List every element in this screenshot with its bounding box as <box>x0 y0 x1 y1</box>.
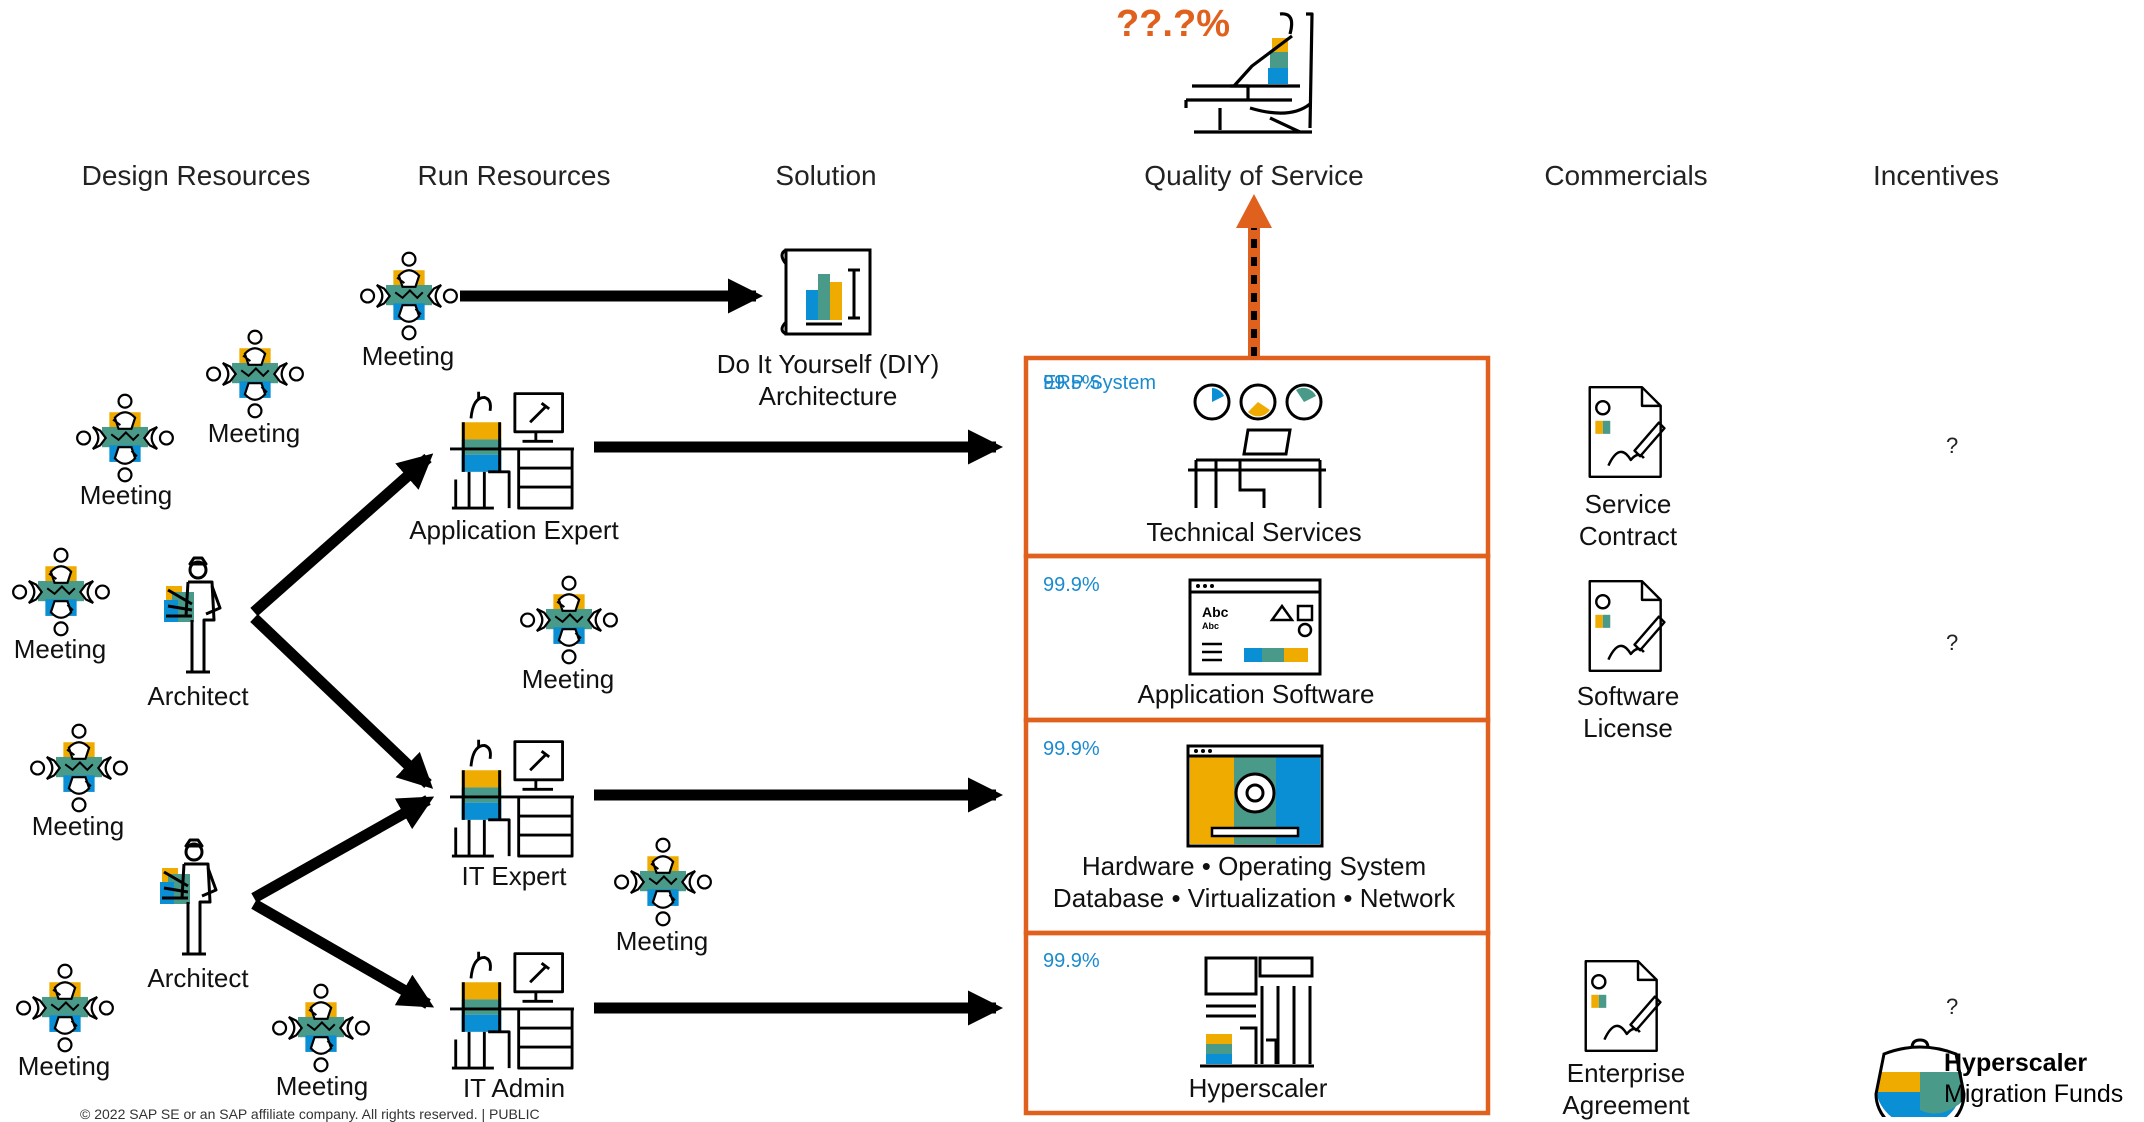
hyperscaler-box <box>1023 930 1491 1116</box>
migration-funds-purse-icon <box>1874 1038 1966 1117</box>
enterprise-agreement-line-1: Enterprise <box>1566 1058 1686 1088</box>
migration-funds-brand: Hyperscaler <box>1944 1049 2088 1077</box>
meeting-icon <box>359 251 459 341</box>
infrastructure-label: Hardware • Operating System Database • V… <box>1053 850 1455 914</box>
software-license-line-2: License <box>1583 713 1673 743</box>
diy-line-2: Architecture <box>758 381 898 411</box>
enterprise-agreement-label: Enterprise Agreement <box>1562 1057 1689 1121</box>
hyperscaler-label: Hyperscaler <box>1188 1073 1328 1103</box>
blueprint-icon <box>780 248 872 336</box>
migration-funds-label: Hyperscaler Migration Funds <box>1944 1048 2123 1110</box>
it-admin-icon <box>450 950 574 1070</box>
erp-system-label: ERP System <box>1043 372 1156 394</box>
header-design-resources: Design Resources <box>81 160 311 191</box>
application-window-icon: Abc Abc <box>1188 578 1322 676</box>
architect1-to-app-expert-arrow <box>250 453 434 617</box>
header-incentives: Incentives <box>1872 160 2000 191</box>
enterprise-agreement-icon <box>1584 959 1662 1053</box>
meeting-icon <box>29 723 129 813</box>
satisfied-customer-icon <box>1184 12 1314 134</box>
meeting-label: Meeting <box>207 418 301 448</box>
incentive-unknown-2: ? <box>1946 630 1959 655</box>
technical-services-icon <box>1188 383 1326 508</box>
application-software-sla: 99.9% <box>1043 574 1100 596</box>
meeting-icon <box>613 837 713 927</box>
it-admin-label: IT Admin <box>462 1073 566 1103</box>
meeting-label: Meeting <box>521 664 615 694</box>
meeting-icon <box>519 575 619 665</box>
meeting-label: Meeting <box>275 1071 369 1101</box>
header-commercials: Commercials <box>1544 160 1708 191</box>
architect-label: Architect <box>147 681 249 711</box>
migration-funds-text: Migration Funds <box>1944 1080 2124 1108</box>
software-license-line-1: Software <box>1576 681 1680 711</box>
application-expert-label: Application Expert <box>409 515 619 545</box>
meeting-label: Meeting <box>361 341 455 371</box>
architect2-to-it-expert-arrow <box>251 795 435 903</box>
application-software-label: Application Software <box>1137 679 1375 709</box>
hyperscaler-sla: 99.9% <box>1043 950 1100 972</box>
architect-icon <box>162 556 222 674</box>
service-contract-line-1: Service <box>1584 489 1672 519</box>
header-run-resources: Run Resources <box>417 160 611 191</box>
meeting-icon <box>11 547 111 637</box>
meeting-label: Meeting <box>17 1051 111 1081</box>
software-license-icon <box>1588 579 1666 673</box>
architect-icon <box>158 838 218 956</box>
top-quality-indicator: ??.?% <box>1116 3 1230 45</box>
service-contract-label: Service Contract <box>1579 488 1677 552</box>
meeting-label: Meeting <box>615 926 709 956</box>
copyright-footer: © 2022 SAP SE or an SAP affiliate compan… <box>80 1106 540 1122</box>
infrastructure-line-1: Hardware • Operating System <box>1081 851 1427 881</box>
infrastructure-sla: 99.9% <box>1043 738 1100 760</box>
enterprise-agreement-line-2: Agreement <box>1562 1090 1690 1120</box>
hyperscaler-datacenter-icon <box>1200 956 1314 1068</box>
meeting-icon <box>15 963 115 1053</box>
svg-text:Abc: Abc <box>1202 621 1219 631</box>
technical-services-sla: 99.5% <box>1043 372 1100 394</box>
it-expert-icon <box>450 738 574 858</box>
header-quality-of-service: Quality of Service <box>1144 160 1364 191</box>
application-expert-icon <box>450 390 574 510</box>
meeting-label: Meeting <box>13 634 107 664</box>
meeting-label: Meeting <box>31 811 125 841</box>
software-license-label: Software License <box>1577 680 1680 744</box>
header-solution: Solution <box>775 160 877 191</box>
diy-architecture-label: Do It Yourself (DIY) Architecture <box>717 348 940 412</box>
incentive-unknown-1: ? <box>1946 433 1959 458</box>
qos-arrow <box>1236 194 1272 356</box>
meeting-icon <box>205 329 305 419</box>
meeting-label: Meeting <box>79 480 173 510</box>
architect-label: Architect <box>147 963 249 993</box>
svg-text:Abc: Abc <box>1202 604 1229 620</box>
incentive-unknown-3: ? <box>1946 994 1959 1019</box>
infrastructure-gear-icon <box>1186 744 1324 848</box>
it-expert-label: IT Expert <box>461 861 567 891</box>
architect2-to-it-admin-arrow <box>251 899 435 1009</box>
diy-line-1: Do It Yourself (DIY) <box>716 349 940 379</box>
infrastructure-line-2: Database • Virtualization • Network <box>1052 883 1456 913</box>
architect1-to-it-expert-arrow <box>250 614 434 789</box>
meeting-icon <box>271 983 371 1073</box>
technical-services-label: Technical Services <box>1146 517 1362 547</box>
service-contract-icon <box>1588 385 1666 479</box>
service-contract-line-2: Contract <box>1578 521 1678 551</box>
meeting-icon <box>75 393 175 483</box>
